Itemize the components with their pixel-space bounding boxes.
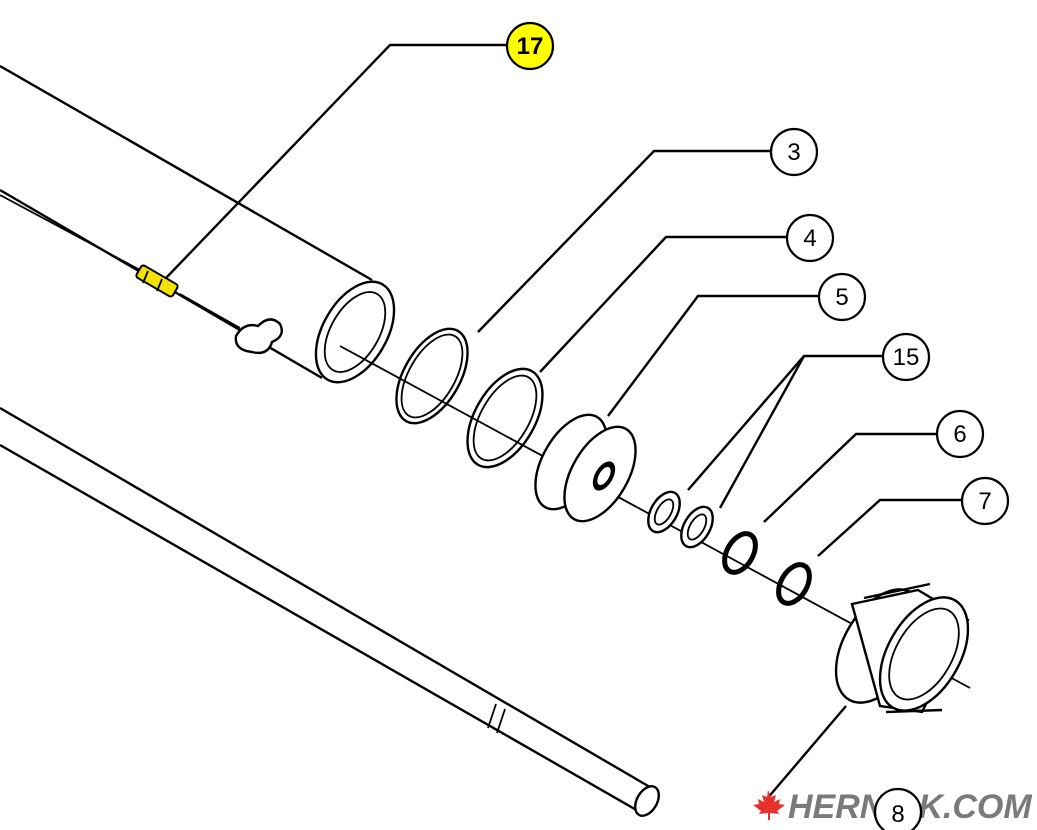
callout-label: 5 [835, 284, 848, 311]
callout-17: 17 [505, 21, 555, 71]
gland-5 [534, 413, 637, 523]
grease-fitting-17 [135, 264, 179, 298]
callout-label: 7 [978, 488, 991, 515]
callout-label: 6 [953, 421, 966, 448]
elbow-fitting [234, 318, 283, 355]
callout-label: 8 [891, 801, 904, 828]
piston-rod [0, 406, 660, 817]
o-ring-3 [395, 327, 469, 425]
callout-label: 15 [893, 344, 920, 371]
cap-8 [834, 582, 970, 714]
seal-6 [722, 531, 758, 575]
callout-3: 3 [769, 127, 819, 177]
cylinder-body [0, 64, 396, 384]
maple-leaf-icon [753, 790, 785, 820]
callout-15: 15 [881, 332, 931, 382]
callout-label: 17 [517, 33, 544, 60]
callout-5: 5 [817, 272, 867, 322]
callout-6: 6 [935, 409, 985, 459]
callout-label: 3 [787, 139, 800, 166]
callout-label: 4 [803, 225, 816, 252]
callout-7: 7 [960, 476, 1010, 526]
leader-lines [165, 43, 962, 801]
bushings-15 [647, 490, 714, 549]
callout-4: 4 [785, 213, 835, 263]
seal-7 [776, 562, 812, 606]
callout-8: 8 [873, 787, 923, 830]
o-ring-4 [466, 367, 544, 469]
